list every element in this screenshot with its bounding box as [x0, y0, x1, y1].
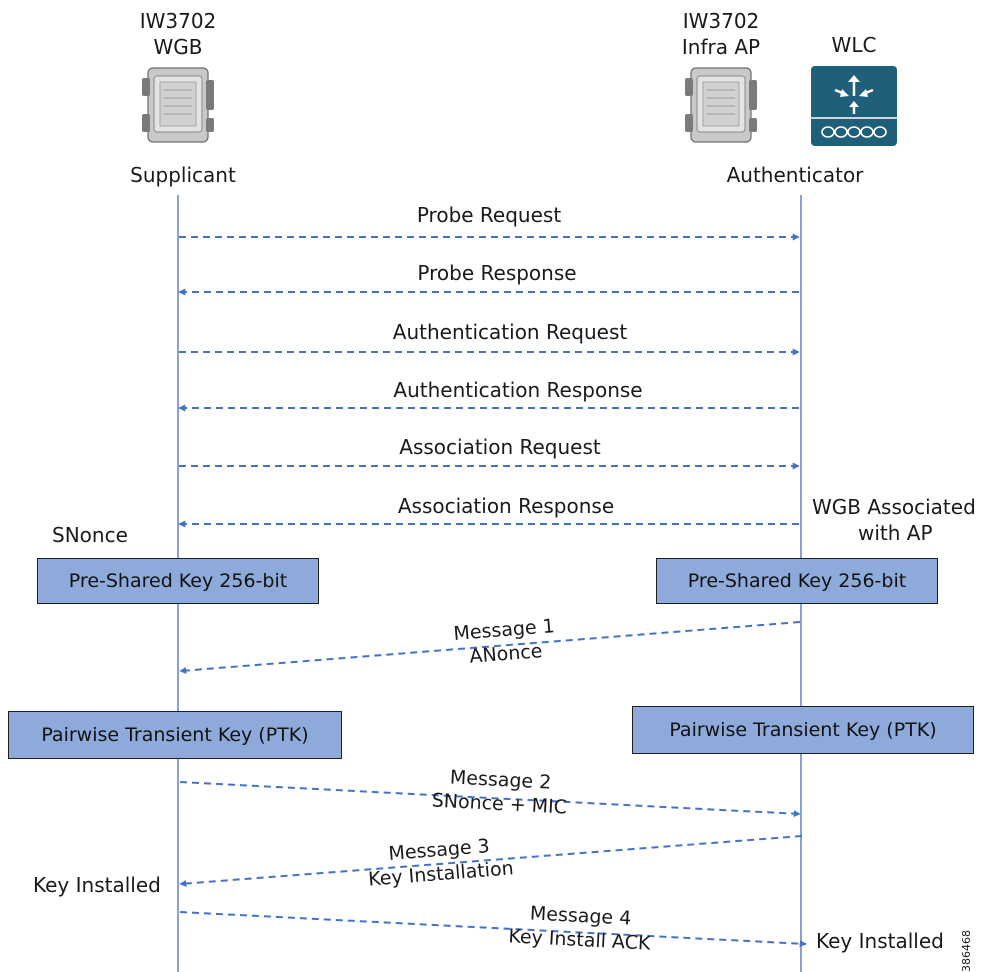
wgb-model-label: IW3702 — [139, 9, 217, 33]
authenticator-label: Authenticator — [726, 163, 864, 187]
message-3-arrow — [179, 835, 803, 888]
wlc-icon — [811, 66, 897, 146]
probe-request-label: Probe Request — [416, 203, 562, 227]
wgb-role-label: WGB — [153, 35, 203, 59]
associated-note-line2: with AP — [858, 521, 933, 545]
psk-box-supplicant: Pre-Shared Key 256-bit — [37, 558, 319, 604]
associated-note-line1: WGB Associated — [812, 495, 976, 519]
authentication-request-label: Authentication Request — [392, 320, 628, 344]
association-response-label: Association Response — [397, 494, 615, 518]
wgb-device-icon — [142, 67, 214, 143]
authentication-response-label: Authentication Response — [393, 378, 643, 402]
wlc-label: WLC — [831, 33, 877, 57]
key-installed-authenticator: Key Installed — [816, 929, 944, 953]
ptk-box-supplicant: Pairwise Transient Key (PTK) — [8, 711, 342, 759]
probe-response-label: Probe Response — [417, 261, 577, 285]
message-2-arrow — [179, 781, 801, 818]
key-installed-supplicant: Key Installed — [33, 873, 161, 897]
supplicant-label: Supplicant — [130, 163, 236, 187]
association-request-label: Association Request — [399, 435, 601, 459]
infra-ap-device-icon — [685, 67, 757, 143]
snonce-note: SNonce — [52, 523, 128, 547]
ptk-box-authenticator: Pairwise Transient Key (PTK) — [632, 706, 974, 754]
figure-id: 386468 — [960, 930, 973, 972]
message-1-arrow — [179, 621, 801, 674]
infra-ap-model-label: IW3702 — [682, 9, 760, 33]
infra-ap-role-label: Infra AP — [681, 35, 761, 59]
psk-box-authenticator: Pre-Shared Key 256-bit — [656, 558, 938, 604]
message-4-arrow — [179, 911, 807, 948]
